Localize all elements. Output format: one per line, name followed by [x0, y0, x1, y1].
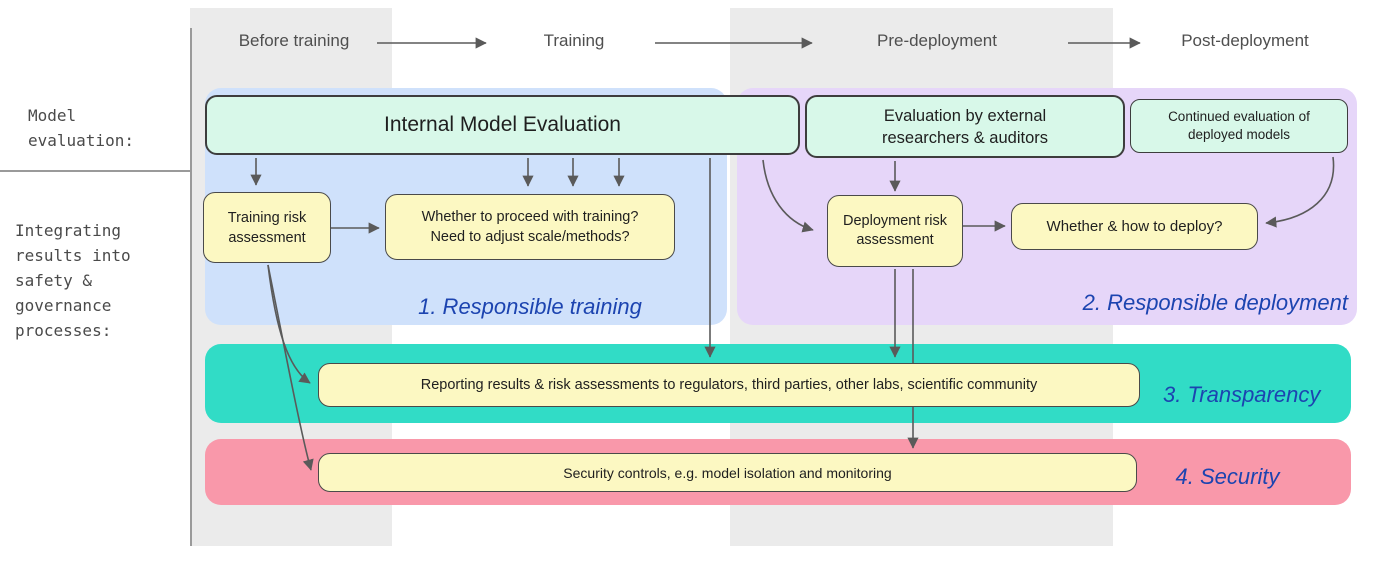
- sidebar-vertical-divider: [190, 28, 192, 546]
- phase-label-pre-deployment: Pre-deployment: [876, 31, 997, 50]
- reporting-results-box: Reporting results & risk assessments to …: [318, 363, 1140, 407]
- continued-evaluation-box: Continued evaluation of deployed models: [1130, 99, 1348, 153]
- region-label-transparency: 3. Transparency: [1163, 382, 1321, 407]
- phase-label-before-training: Before training: [238, 31, 350, 50]
- external-evaluation-box: Evaluation by external researchers & aud…: [805, 95, 1125, 158]
- sidebar-horizontal-divider: [0, 170, 190, 172]
- whether-how-to-deploy-box: Whether & how to deploy?: [1011, 203, 1258, 250]
- row-label-model-evaluation: Model evaluation:: [28, 106, 134, 150]
- region-label-responsible-training: 1. Responsible training: [418, 294, 642, 319]
- security-controls-box: Security controls, e.g. model isolation …: [318, 453, 1137, 492]
- proceed-with-training-box: Whether to proceed with training? Need t…: [385, 194, 675, 260]
- phase-label-post-deployment: Post-deployment: [1181, 31, 1309, 50]
- region-label-security: 4. Security: [1175, 464, 1280, 489]
- deployment-risk-assessment-box: Deployment risk assessment: [827, 195, 963, 267]
- internal-model-evaluation-box: Internal Model Evaluation: [205, 95, 800, 155]
- phase-label-training: Training: [543, 31, 605, 50]
- region-label-responsible-deployment: 2. Responsible deployment: [1082, 290, 1348, 315]
- training-risk-assessment-box: Training risk assessment: [203, 192, 331, 263]
- row-label-integrating-results: Integrating results into safety & govern…: [15, 221, 131, 340]
